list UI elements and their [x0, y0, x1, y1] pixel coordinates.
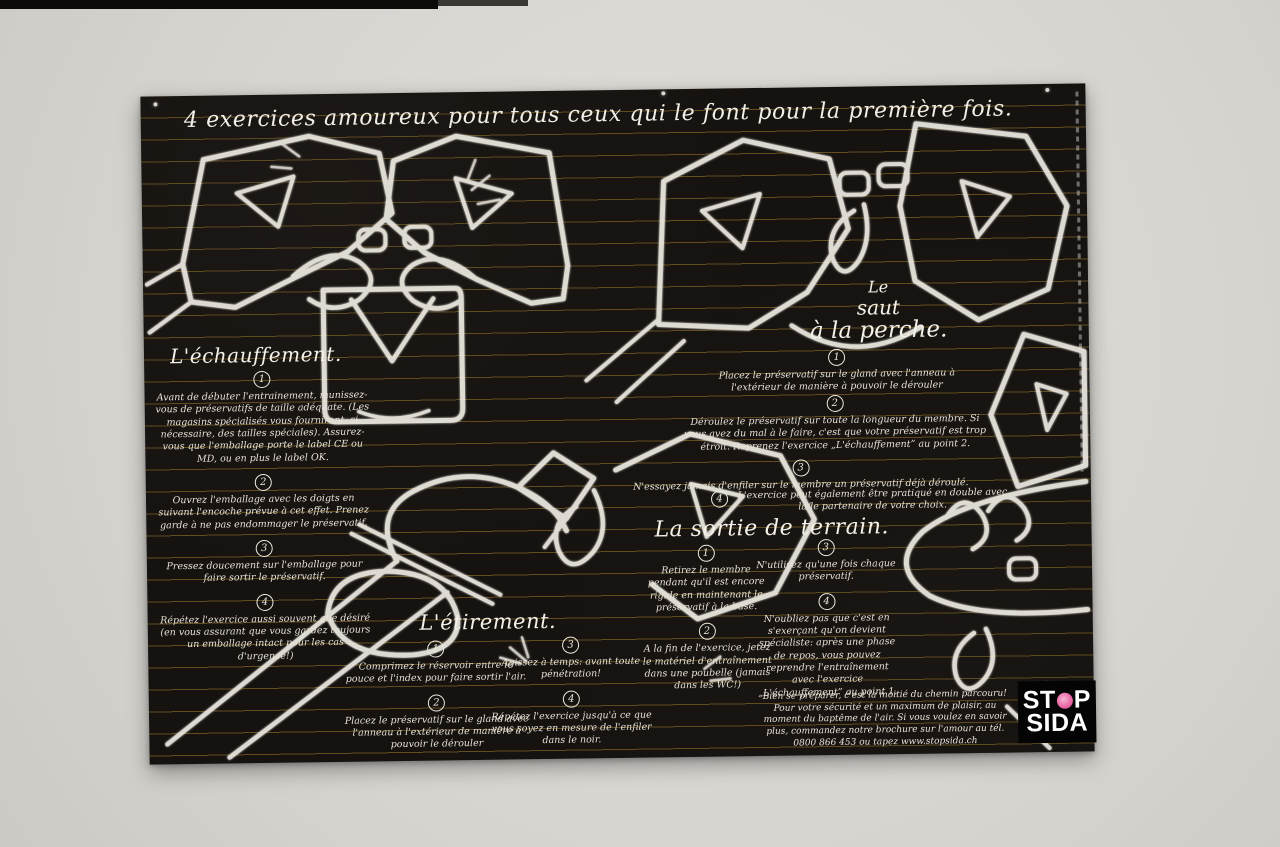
step-number: 2	[427, 694, 445, 712]
exercise-step: 4 Répétez l'exercice aussi souvent que d…	[157, 592, 373, 664]
exercise-step: 4 L'exercice peut également être pratiqu…	[710, 486, 1011, 516]
pin-dot	[1045, 87, 1050, 92]
chalk-hand-illustrations	[145, 121, 1091, 760]
step-text: Répétez l'exercice jusqu'à ce que vous s…	[491, 709, 652, 747]
step-number: 2	[826, 394, 844, 413]
hand-unrolling-on-member-illustration	[903, 331, 1091, 750]
step-text: N'utilisez qu'une fois chaque préservati…	[756, 558, 896, 583]
exercise-step: 3 N'utilisez qu'une fois chaque préserva…	[755, 538, 898, 585]
photo-top-edge-shadow-light	[438, 0, 528, 6]
footer-note: Bien se préparer, c'est la moitié du che…	[762, 688, 1007, 749]
step-text: Répétez l'exercice aussi souvent que dés…	[160, 612, 371, 663]
step-number: 2	[254, 473, 272, 492]
step-text: Placez le préservatif sur le gland avec …	[718, 367, 956, 394]
exercise-step: 2 A la fin de l'exercice, jetez le matér…	[642, 622, 773, 693]
section-sortie-column-2: 3 N'utilisez qu'une fois chaque préserva…	[755, 538, 899, 709]
pin-dot	[153, 102, 158, 107]
exercise-step: 1 Avant de débuter l'entrainement, munis…	[154, 369, 370, 466]
step-number: 3	[817, 538, 835, 557]
step-text: L'exercice peut également être pratiqué …	[737, 486, 1008, 513]
step-number: 4	[710, 490, 729, 508]
step-number: 4	[817, 592, 836, 610]
section-heading-saut-a-la-perche: Le saut à la perche.	[773, 277, 984, 346]
pin-dot	[661, 91, 666, 96]
exercise-step: 4 N'oubliez pas que c'est en s'exerçant …	[755, 592, 898, 700]
step-number: 1	[697, 544, 715, 562]
step-text: N'oubliez pas que c'est en s'exerçant qu…	[758, 611, 898, 699]
step-text: Avant de débuter l'entrainement, munisse…	[155, 389, 370, 465]
exercise-step: 3 Pressez doucement sur l'emballage pour…	[157, 539, 373, 587]
photo-top-edge-shadow	[0, 0, 438, 9]
step-number: 4	[256, 593, 274, 611]
exercise-step: 3 Agissez à temps: avant toute pénétrati…	[483, 635, 659, 682]
step-number: 3	[792, 459, 810, 477]
logo-text-sida: SIDA	[1026, 708, 1089, 738]
step-number: 3	[561, 636, 580, 654]
step-number: 1	[427, 640, 445, 658]
section-sortie-column-1: 1 Retirez le membre pendant qu'il est en…	[641, 544, 773, 703]
logo-pink-dot-icon	[1056, 692, 1073, 709]
step-text: Retirez le membre pendant qu'il est enco…	[647, 564, 765, 614]
step-text: Ouvrez l'emballage avec les doigts en su…	[158, 492, 370, 532]
exercise-step: 2 Déroulez le préservatif sur toute la l…	[680, 393, 991, 454]
stop-sida-logo: ST P SIDA	[1017, 680, 1097, 744]
hands-opening-wrapper-illustration	[145, 133, 571, 425]
step-number: 2	[698, 623, 716, 641]
exercise-step: 2 Ouvrez l'emballage avec les doigts en …	[156, 473, 372, 533]
step-text: A la fin de l'exercice, jetez le matérie…	[642, 642, 772, 692]
section-echauffement-items: 1 Avant de débuter l'entrainement, munis…	[154, 369, 373, 673]
hand-pinching-tip-illustration	[165, 431, 817, 760]
heading-line: saut	[856, 294, 901, 320]
hands-placing-condom-illustration	[584, 121, 1070, 405]
step-number: 4	[562, 690, 580, 708]
heading-line: à la perche.	[809, 316, 948, 345]
exercise-step: 1 Retirez le membre pendant qu'il est en…	[641, 544, 772, 615]
step-number: 3	[255, 539, 273, 558]
stop-sida-poster: 4 exercices amoureux pour tous ceux qui …	[140, 83, 1097, 765]
exercise-step: 1 Placez le préservatif sur le gland ave…	[694, 347, 980, 396]
step-number: 1	[827, 348, 846, 367]
section-etirement-column-2: 3 Agissez à temps: avant toute pénétrati…	[483, 635, 660, 757]
section-heading-echauffement: L'échauffement.	[169, 341, 342, 369]
step-text: Agissez à temps: avant toute pénétration…	[501, 655, 641, 681]
step-number: 1	[253, 370, 271, 389]
exercise-step: 4 Répétez l'exercice jusqu'à ce que vous…	[484, 689, 660, 748]
section-heading-etirement: L'étirement.	[419, 608, 557, 635]
step-text: Déroulez le préservatif sur toute la lon…	[684, 412, 987, 453]
step-text: Pressez doucement sur l'emballage pour f…	[166, 558, 363, 585]
